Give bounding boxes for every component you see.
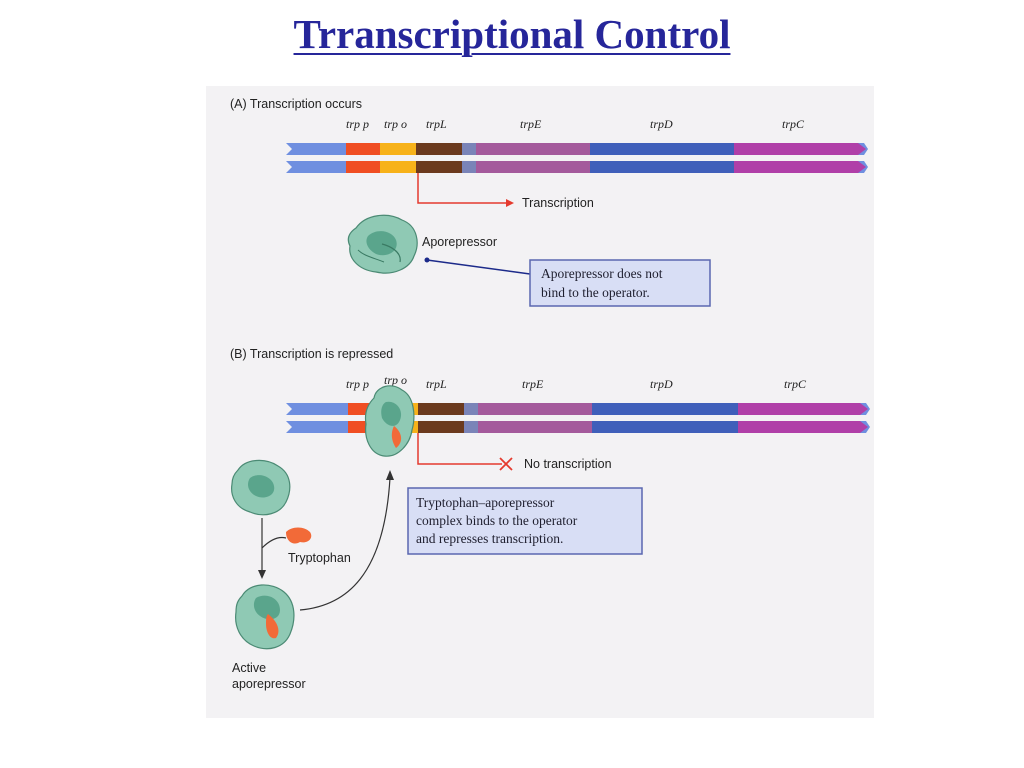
active-aporepressor-icon [235, 584, 295, 650]
gene-label-trpL-b: trpL [426, 377, 447, 391]
promoter-segment [346, 143, 380, 155]
transcription-arrow [417, 173, 514, 207]
operator-segment [380, 143, 416, 155]
active-label-line-1: Active [232, 661, 266, 675]
spacer-segment-b-top [464, 403, 478, 415]
callout-a-line-2: bind to the operator. [541, 285, 650, 300]
panel-a-heading: (A) Transcription occurs [230, 97, 362, 111]
aporepressor-label: Aporepressor [422, 235, 497, 249]
gene-label-trp-p: trp p [346, 117, 369, 131]
slide-title: Trranscriptional Control [293, 11, 731, 57]
gene-label-trpC-b: trpC [784, 377, 807, 391]
trpC-segment-b-top [738, 403, 868, 415]
trpE-segment-b-bottom [478, 421, 592, 433]
bound-repressor-icon [364, 385, 415, 457]
callout-a-line-1: Aporepressor does not [541, 266, 663, 281]
callout-a-leader [424, 257, 531, 275]
callout-b-line-3: and represses transcription. [416, 531, 563, 546]
trpL-segment-b [416, 161, 462, 173]
spacer-segment-b-bottom [464, 421, 478, 433]
blocked-transcription-arrow [417, 433, 513, 471]
no-transcription-label: No transcription [524, 457, 612, 471]
spacer-segment [462, 143, 476, 155]
gene-label-trpD-b: trpD [650, 377, 673, 391]
trpE-segment-b [476, 161, 590, 173]
gene-label-trpD: trpD [650, 117, 673, 131]
gene-label-trp-o: trp o [384, 117, 407, 131]
trp-operon-figure: (A) Transcription occurs trp p trp o trp… [206, 86, 874, 718]
operator-segment-b [380, 161, 416, 173]
trpE-segment [476, 143, 590, 155]
callout-b-line-1: Tryptophan–aporepressor [416, 495, 555, 510]
trpC-segment [734, 143, 866, 155]
gene-label-trpL: trpL [426, 117, 447, 131]
trpD-segment-b-bottom [592, 421, 738, 433]
tryptophan-icon [286, 527, 312, 544]
panel-b-heading: (B) Transcription is repressed [230, 347, 393, 361]
gene-label-trpE-b: trpE [522, 377, 544, 391]
trpL-segment [416, 143, 462, 155]
binding-arrow [258, 518, 287, 579]
trpD-segment [590, 143, 734, 155]
gene-label-trpE: trpE [520, 117, 542, 131]
spacer-segment-b [462, 161, 476, 173]
tryptophan-label: Tryptophan [288, 551, 351, 565]
aporepressor-icon-b [231, 459, 291, 516]
panel-b-gene-labels: trp p trp o trpL trpE trpD trpC [346, 373, 807, 391]
trpE-segment-b-top [478, 403, 592, 415]
promoter-segment-b [346, 161, 380, 173]
trpL-segment-b-top [418, 403, 464, 415]
trpC-segment-b-bottom [738, 421, 868, 433]
panel-b-dna [286, 403, 870, 433]
gene-label-trp-o-b: trp o [384, 373, 407, 387]
trpD-segment-b [590, 161, 734, 173]
panel-a-dna [286, 143, 868, 173]
active-label-line-2: aporepressor [232, 677, 306, 691]
callout-a-box [529, 259, 711, 307]
trpC-segment-b [734, 161, 866, 173]
curved-binding-arrow [299, 470, 394, 611]
trpD-segment-b-top [592, 403, 738, 415]
callout-b-line-2: complex binds to the operator [416, 513, 578, 528]
aporepressor-icon [347, 214, 418, 274]
panel-a-gene-labels: trp p trp o trpL trpE trpD trpC [346, 117, 805, 131]
gene-label-trpC: trpC [782, 117, 805, 131]
gene-label-trp-p-b: trp p [346, 377, 369, 391]
callout-b-box [407, 487, 643, 555]
transcription-label: Transcription [522, 196, 594, 210]
trpL-segment-b-bottom [418, 421, 464, 433]
